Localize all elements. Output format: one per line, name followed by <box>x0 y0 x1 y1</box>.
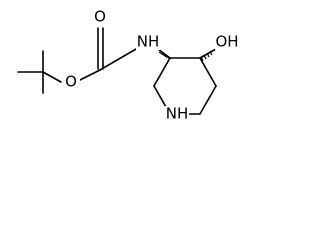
chemical-structure: O O NH OH NH <box>0 0 240 155</box>
carbonyl-oxygen-label: O <box>94 8 106 26</box>
label-background <box>92 9 110 25</box>
carbamate-linker <box>79 27 137 81</box>
ring-bond-c5-c6 <box>199 85 217 115</box>
hydroxyl-bond <box>199 48 217 59</box>
hash-line <box>158 51 165 56</box>
ring-bond-c3-c2 <box>153 57 171 87</box>
nitrogen-to-ring-carbon-bond <box>157 48 171 59</box>
molecule-diagram: O O NH OH NH <box>17 8 239 123</box>
hash-line <box>206 52 210 58</box>
atom-labels: O O NH OH NH <box>62 8 239 123</box>
amide-nitrogen-label: NH <box>137 33 160 51</box>
stereo-hash-hydroxyl-side <box>200 50 213 62</box>
ester-oxygen-label: O <box>65 73 77 91</box>
hash-line <box>203 54 207 60</box>
label-background <box>165 106 189 122</box>
label-background <box>136 34 160 50</box>
tert-butyl-to-oxygen-bond <box>42 71 62 83</box>
oxygen-to-carbonyl-carbon-bond <box>79 69 101 81</box>
ring-bond-c4-c5 <box>199 57 217 87</box>
label-background <box>215 34 239 50</box>
ring-nitrogen-label: NH <box>166 105 189 123</box>
label-background <box>62 74 80 90</box>
hydroxyl-label: OH <box>215 33 238 51</box>
hash-line <box>200 56 204 62</box>
carbonyl-to-nitrogen-bond <box>99 48 137 71</box>
hash-line <box>209 50 213 56</box>
stereo-hash-nitrogen-side <box>158 51 172 59</box>
tert-butyl-group <box>17 50 62 94</box>
